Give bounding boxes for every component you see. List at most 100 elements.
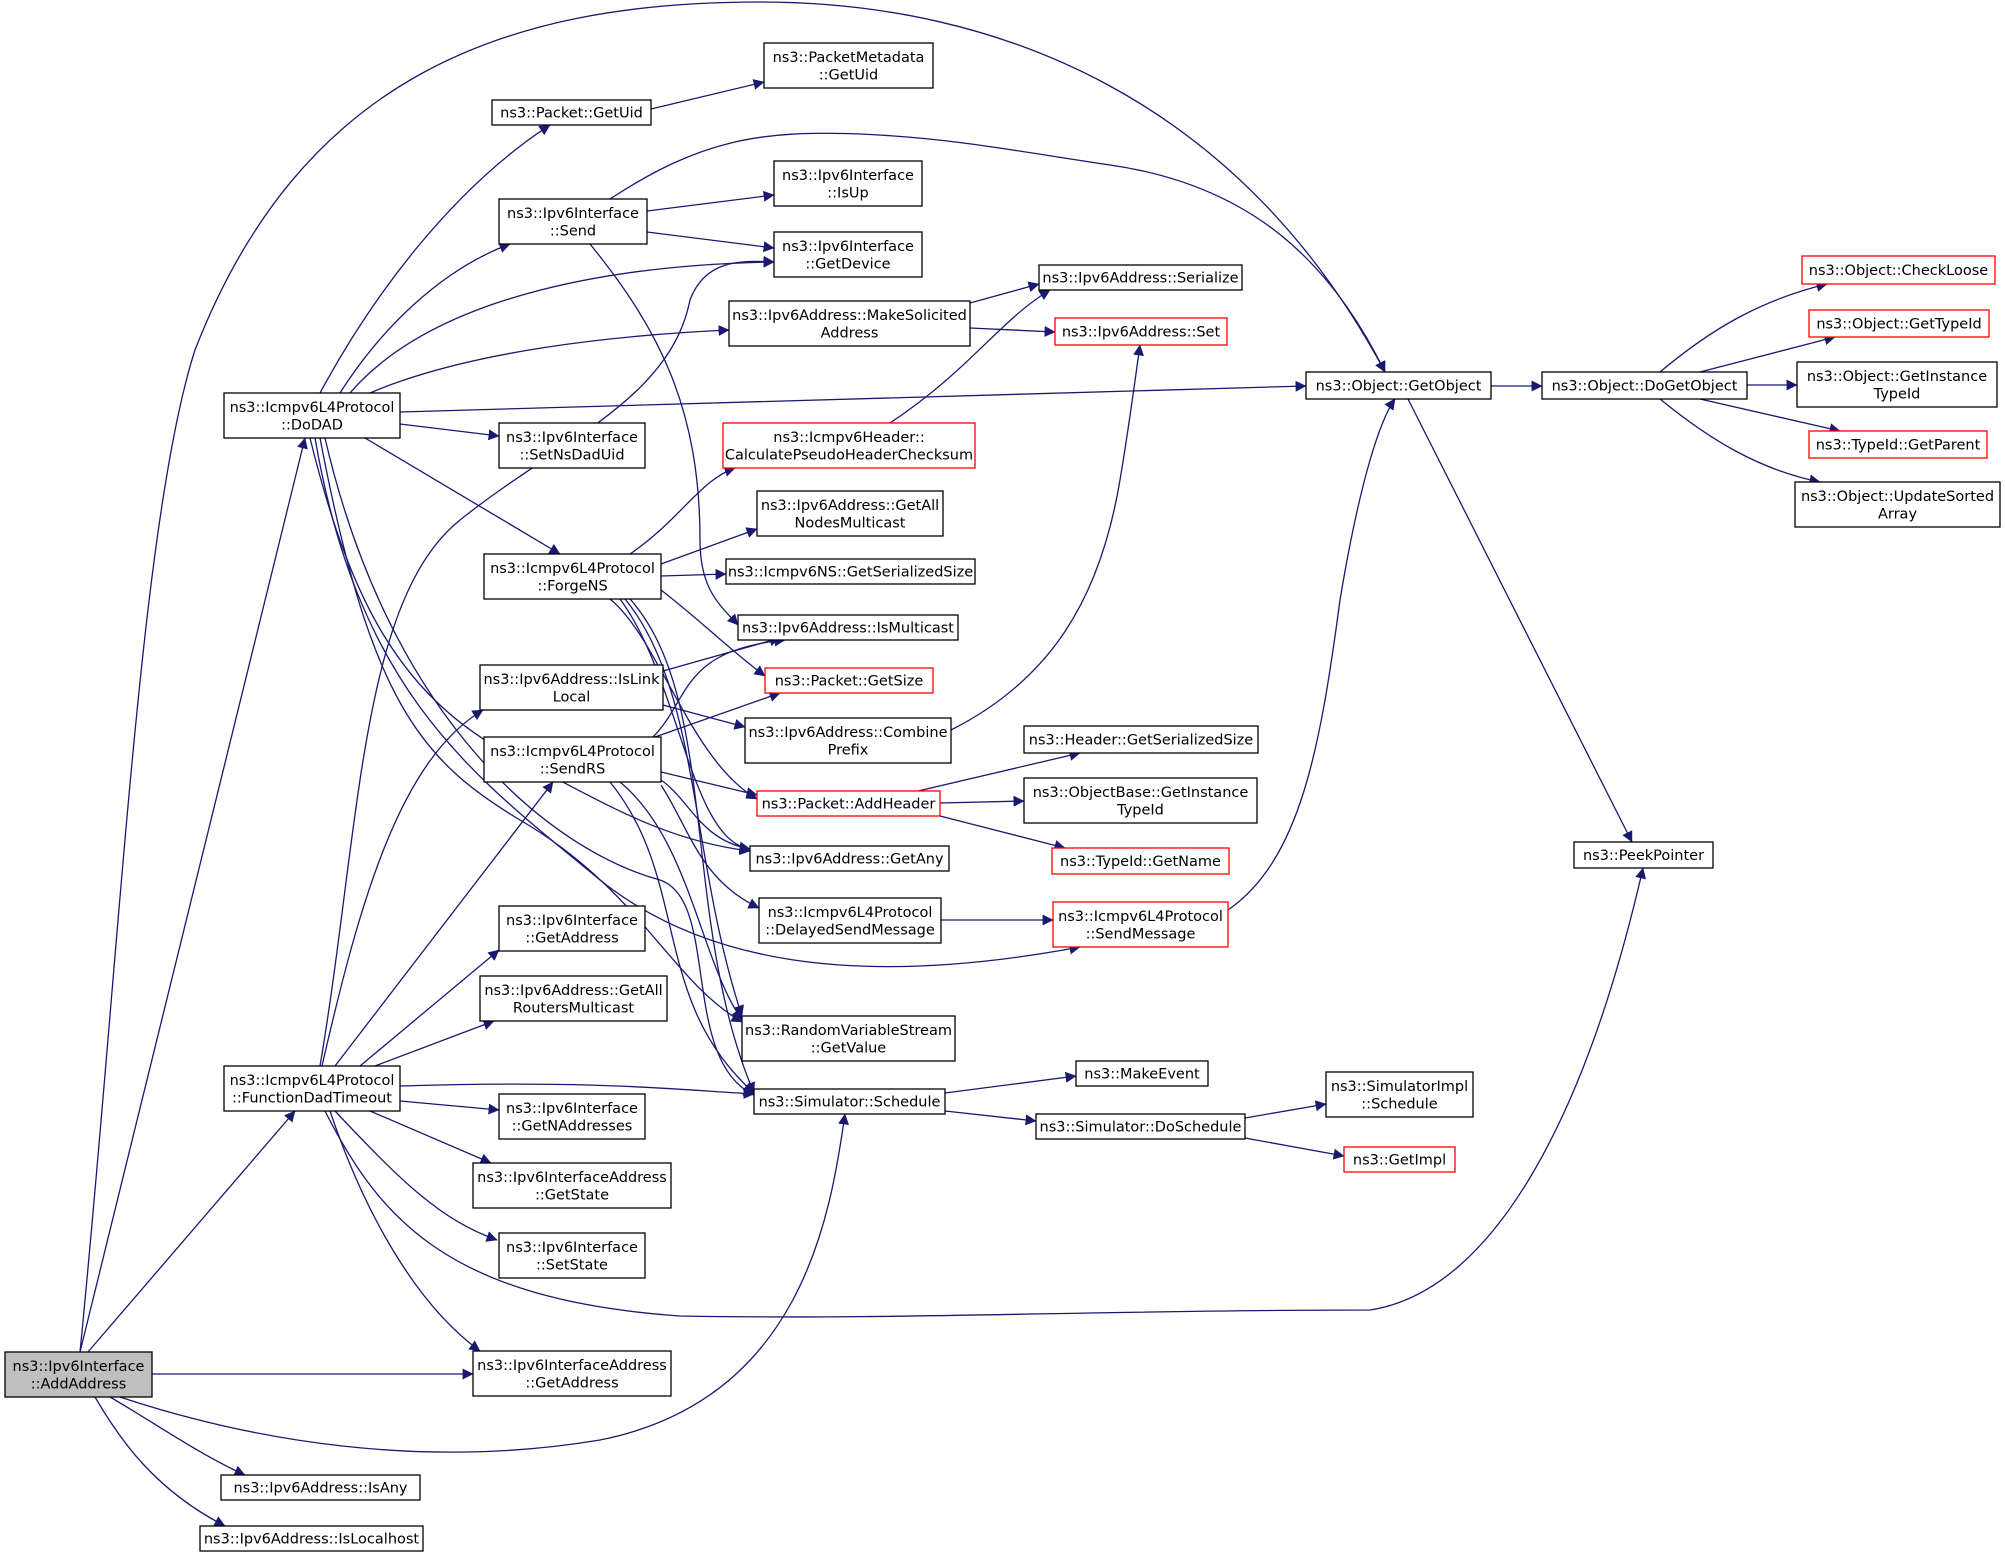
function-node[interactable]: ns3::GetImpl (1343, 1146, 1456, 1173)
function-node[interactable]: ns3::PeekPointer (1573, 841, 1714, 869)
call-edge-n44-n46 (1699, 334, 1836, 373)
function-node-label: ::DoDAD (281, 417, 343, 433)
function-node-label: ns3::Icmpv6L4Protocol (230, 1073, 395, 1089)
function-node-box (498, 1232, 646, 1279)
function-node[interactable]: ns3::Icmpv6L4Protocol::SendRS (483, 736, 662, 783)
function-node[interactable]: ns3::Ipv6Interface::GetNAddresses (498, 1093, 646, 1140)
call-edge-n27-n29 (939, 795, 1025, 807)
function-node-label: ns3::Icmpv6L4Protocol (230, 400, 395, 416)
call-edge-n2-n33 (314, 437, 1081, 968)
function-node[interactable]: ns3::Ipv6Address::Serialize (1038, 264, 1243, 291)
call-edge-n2-n20 (364, 437, 561, 555)
function-node-label: ns3::Object::UpdateSorted (1801, 489, 1994, 505)
function-node-label: ns3::Object::DoGetObject (1552, 379, 1738, 395)
function-node-box (472, 1350, 672, 1397)
function-node-box (744, 717, 952, 764)
function-node[interactable]: ns3::TypeId::GetParent (1808, 430, 1988, 459)
function-node-label: ns3::Icmpv6L4Protocol (490, 561, 655, 577)
function-node[interactable]: ns3::Header::GetSerializedSize (1023, 725, 1259, 754)
function-node[interactable]: ns3::Icmpv6L4Protocol::SendMessage (1052, 901, 1229, 948)
function-node[interactable]: ns3::Ipv6Interface::IsUp (773, 160, 923, 207)
function-node[interactable]: ns3::PacketMetadata::GetUid (763, 42, 934, 89)
function-node-box (725, 558, 976, 585)
function-node[interactable]: ns3::Object::GetTypeId (1808, 309, 1990, 338)
function-node-label: Address (821, 325, 879, 341)
edge-layer (79, 1, 1841, 1527)
function-node[interactable]: ns3::Simulator::DoSchedule (1035, 1113, 1246, 1140)
function-node-label: ns3::MakeEvent (1084, 1067, 1200, 1083)
function-node-label: ns3::Simulator::Schedule (759, 1095, 941, 1111)
function-node[interactable]: ns3::Icmpv6L4Protocol::DelayedSendMessag… (758, 897, 942, 944)
function-node[interactable]: ns3::RandomVariableStream::GetValue (741, 1015, 956, 1062)
call-edge-n26-n36 (619, 781, 743, 1021)
function-node-label: ns3::Ipv6Address::IsLink (483, 672, 660, 688)
function-node[interactable]: ns3::Ipv6Address::IsAny (220, 1474, 421, 1501)
call-edge-n2-n7 (399, 380, 1307, 413)
function-node-label: ns3::TypeId::GetName (1060, 854, 1221, 870)
function-node-label: ns3::Ipv6Interface (506, 1101, 638, 1117)
function-node-label: ns3::Packet::GetSize (775, 674, 924, 690)
call-edge-n20-n21 (660, 568, 727, 580)
function-node-label: Local (553, 689, 591, 705)
function-node[interactable]: ns3::Ipv6Interface::GetAddress (498, 905, 646, 952)
function-node-label: ns3::Packet::GetUid (500, 106, 643, 122)
function-node[interactable]: ns3::Packet::AddHeader (756, 790, 941, 817)
call-edge-n25-n16 (950, 344, 1144, 731)
function-node[interactable]: ns3::Ipv6Address::IsLocalhost (199, 1525, 424, 1552)
function-node[interactable]: ns3::Ipv6Interface::Send (498, 198, 648, 245)
function-node[interactable]: ns3::Ipv6Address::Set (1054, 317, 1228, 346)
function-node-box (1305, 371, 1492, 400)
call-edge-n20-n27 (609, 598, 758, 800)
function-node[interactable]: ns3::Icmpv6L4Protocol::DoDAD (223, 392, 401, 439)
function-node[interactable]: ns3::MakeEvent (1075, 1060, 1209, 1087)
call-edge-n2-n11 (339, 242, 511, 394)
function-node[interactable]: ns3::Ipv6Interface::SetState (498, 1232, 646, 1279)
function-node-label: ns3::Ipv6Address::IsAny (233, 1481, 407, 1497)
function-node-box (1038, 264, 1243, 291)
function-node[interactable]: ns3::Simulator::Schedule (753, 1088, 946, 1115)
function-node-label: ns3::GetImpl (1353, 1153, 1446, 1169)
call-edge-n1-n7 (79, 1, 1386, 1353)
function-node[interactable]: ns3::Ipv6InterfaceAddress::GetAddress (472, 1350, 672, 1397)
function-node[interactable]: ns3::Packet::GetUid (491, 99, 652, 126)
call-edge-n11-n12 (646, 190, 775, 212)
function-node[interactable]: ns3::Object::CheckLoose (1801, 255, 1996, 285)
function-node[interactable]: ns3::Packet::GetSize (764, 667, 934, 694)
function-node[interactable]: ns3::Icmpv6NS::GetSerializedSize (725, 558, 976, 585)
function-node[interactable]: ns3::Object::DoGetObject (1541, 371, 1748, 400)
function-node-box (1796, 361, 1998, 408)
function-node-label: ns3::Simulator::DoSchedule (1040, 1120, 1242, 1136)
call-edge-n2-n8 (324, 437, 755, 1096)
function-node-label: ::SetState (536, 1257, 608, 1273)
call-edge-n3-n13 (319, 255, 775, 1067)
function-node[interactable]: ns3::TypeId::GetName (1051, 847, 1230, 875)
function-node[interactable]: ns3::Object::GetObject (1305, 371, 1492, 400)
function-node-label: ns3::PacketMetadata (773, 50, 925, 66)
function-node[interactable]: ns3::Ipv6Address::IsMulticast (737, 614, 959, 641)
function-node[interactable]: ns3::SimulatorImpl::Schedule (1325, 1071, 1474, 1118)
function-node-label: ::SetNsDadUid (519, 447, 624, 463)
function-node-label: ::FunctionDadTimeout (232, 1090, 392, 1106)
function-node[interactable]: ns3::Ipv6InterfaceAddress::GetState (472, 1162, 672, 1209)
function-node-label: ::GetAddress (525, 930, 618, 946)
function-node-label: ns3::PeekPointer (1583, 848, 1704, 864)
function-node[interactable]: ns3::Icmpv6L4Protocol::FunctionDadTimeou… (223, 1065, 401, 1112)
function-node-box (756, 490, 944, 537)
function-node[interactable]: ns3::Ipv6Interface::AddAddress (4, 1351, 153, 1398)
function-node-label: ::GetState (535, 1187, 609, 1203)
function-node[interactable]: ns3::Ipv6Interface::GetDevice (773, 231, 923, 278)
function-node[interactable]: ns3::Ipv6Interface::SetNsDadUid (498, 422, 646, 469)
function-node-box (483, 553, 662, 600)
function-node[interactable]: ns3::Icmpv6L4Protocol::ForgeNS (483, 553, 662, 600)
function-node[interactable]: ns3::Ipv6Address::GetAny (749, 845, 950, 872)
function-node[interactable]: ns3::Icmpv6Header::CalculatePseudoHeader… (722, 422, 976, 469)
call-edge-n3-n35 (374, 1019, 495, 1067)
